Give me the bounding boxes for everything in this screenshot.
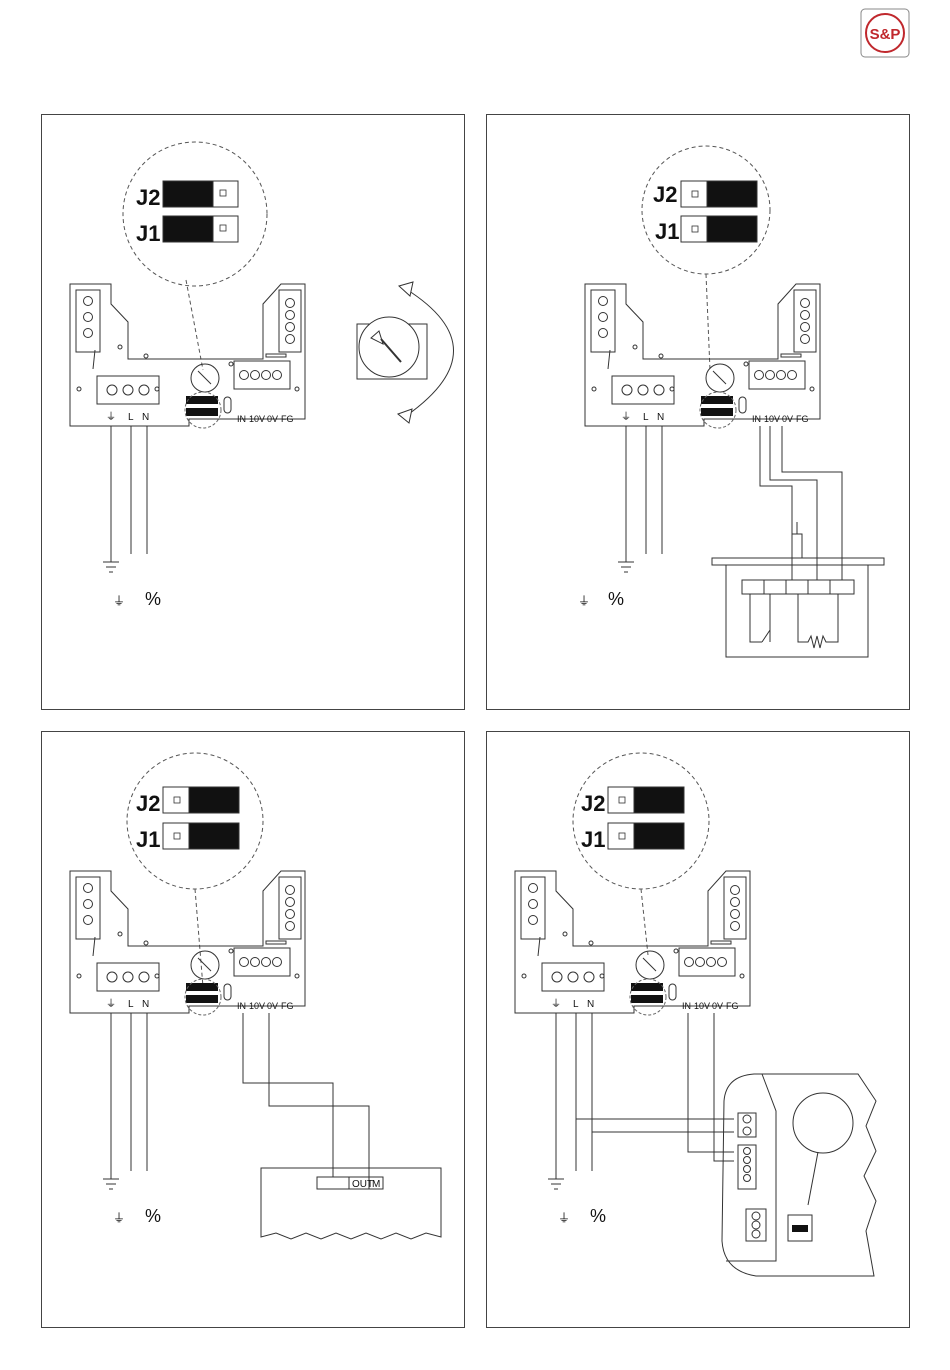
terminal-label-fg: FG — [796, 414, 809, 424]
jumper-j2-label: J2 — [136, 791, 160, 816]
terminal-label-0v: 0V — [267, 1001, 278, 1011]
control-board — [70, 871, 305, 1013]
rotation-knob-illustration — [357, 282, 454, 423]
terminal-label-10v: 10V — [249, 414, 265, 424]
jumper-j2 — [681, 181, 757, 207]
jumper-j1 — [608, 823, 684, 849]
jumper-j2 — [163, 787, 239, 813]
legend-earth: ⏚ — [113, 594, 125, 608]
jumper-zoom-circle — [642, 146, 770, 274]
terminal-label-10v: 10V — [764, 414, 780, 424]
legend-earth: ⏚ — [558, 1211, 570, 1225]
wiring-panel-potentiometer: J2 J1 — [41, 114, 465, 715]
control-board — [585, 284, 820, 426]
terminal-label-10v: 10V — [249, 1001, 265, 1011]
legend-percent: % — [145, 589, 161, 609]
terminal-label-fg: FG — [281, 1001, 294, 1011]
terminal-label-0v: 0V — [267, 414, 278, 424]
brand-logo: S&P — [860, 8, 910, 58]
mains-label-earth: ⏚ — [106, 411, 116, 423]
wiring-panel-sensor: J2 J1 — [486, 731, 910, 1333]
mains-label-live: L — [643, 412, 649, 423]
legend-earth: ⏚ — [578, 594, 590, 608]
mains-label-earth: ⏚ — [106, 998, 116, 1010]
mains-terminal-block — [542, 963, 604, 991]
control-board — [70, 284, 305, 426]
terminal-label-in: IN — [237, 1001, 246, 1011]
mains-terminal-block — [612, 376, 674, 404]
terminal-label-0v: 0V — [782, 414, 793, 424]
legend-earth: ⏚ — [113, 1211, 125, 1225]
mains-label-neutral: N — [142, 412, 149, 423]
mains-label-live: L — [128, 412, 134, 423]
jumper-zoom-circle — [573, 753, 709, 889]
mains-label-earth: ⏚ — [621, 411, 631, 423]
jumper-zoom-circle — [127, 753, 263, 889]
terminal-label-in: IN — [237, 414, 246, 424]
mains-label-neutral: N — [142, 999, 149, 1010]
sensor-unit — [722, 1074, 876, 1276]
external-controller — [712, 522, 884, 657]
output-label-m: M — [372, 1179, 380, 1190]
jumper-j2 — [163, 181, 238, 207]
legend-percent: % — [608, 589, 624, 609]
mains-label-earth: ⏚ — [551, 998, 561, 1010]
wiring-panel-external-output: J2 J1 — [41, 731, 465, 1333]
wiring-panel-external-control: J2 J1 — [486, 114, 910, 715]
output-label-out: OUT — [352, 1179, 373, 1190]
mains-label-live: L — [128, 999, 134, 1010]
jumper-j1 — [163, 823, 239, 849]
mains-terminal-block — [97, 963, 159, 991]
legend-percent: % — [590, 1206, 606, 1226]
terminal-label-fg: FG — [726, 1001, 739, 1011]
jumper-j1-label: J1 — [655, 219, 679, 244]
jumper-j1-label: J1 — [581, 827, 605, 852]
mains-label-neutral: N — [657, 412, 664, 423]
jumper-j2-label: J2 — [136, 185, 160, 210]
jumper-j1 — [681, 216, 757, 242]
terminal-label-in: IN — [752, 414, 761, 424]
mains-terminal-block — [97, 376, 159, 404]
jumper-j2 — [608, 787, 684, 813]
terminal-label-0v: 0V — [712, 1001, 723, 1011]
mains-label-neutral: N — [587, 999, 594, 1010]
jumper-zoom-circle — [123, 142, 267, 286]
jumper-j2-label: J2 — [653, 182, 677, 207]
logo-text: S&P — [870, 26, 901, 43]
terminal-label-in: IN — [682, 1001, 691, 1011]
jumper-j1 — [163, 216, 238, 242]
jumper-j1-label: J1 — [136, 221, 160, 246]
jumper-j1-label: J1 — [136, 827, 160, 852]
jumper-j2-label: J2 — [581, 791, 605, 816]
control-board — [515, 871, 750, 1013]
mains-label-live: L — [573, 999, 579, 1010]
external-output-device: OUT M — [261, 1168, 441, 1239]
terminal-label-fg: FG — [281, 414, 294, 424]
legend-percent: % — [145, 1206, 161, 1226]
terminal-label-10v: 10V — [694, 1001, 710, 1011]
